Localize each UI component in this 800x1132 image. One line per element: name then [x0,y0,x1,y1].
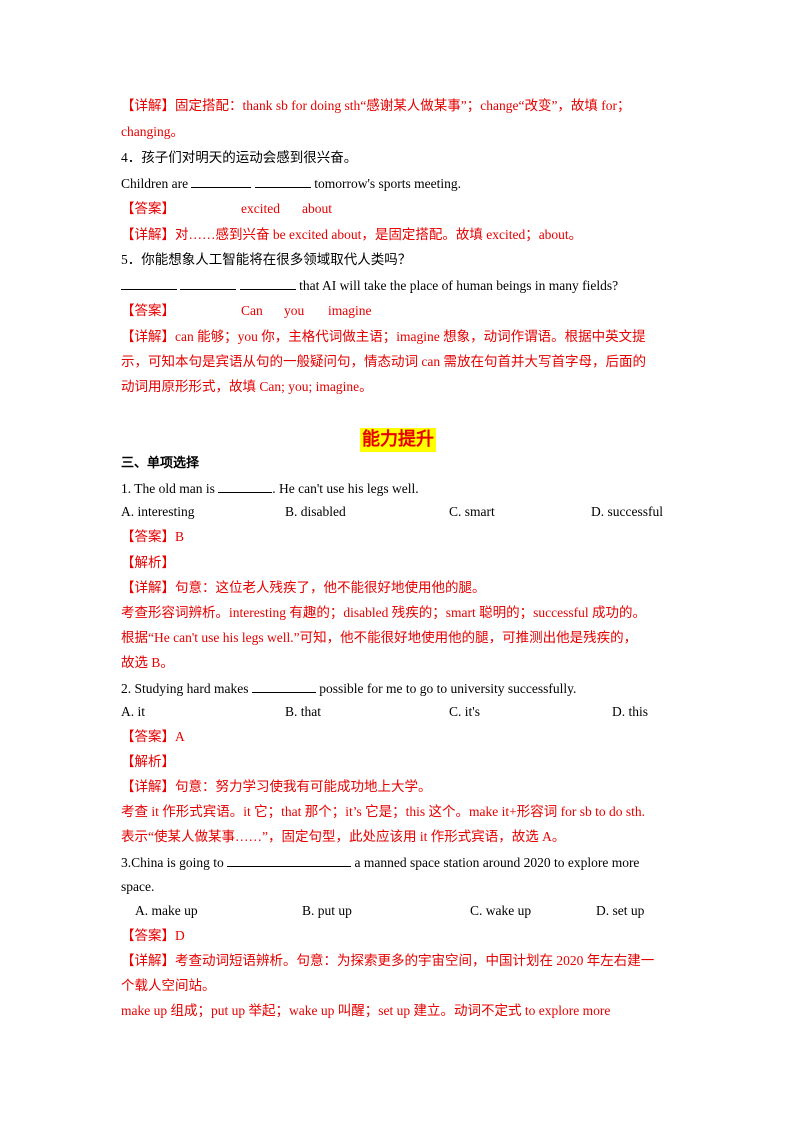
option-b: B. disabled [285,504,346,519]
answer-value: about [302,201,332,216]
answer-label: 【答案】B [121,529,185,544]
analysis-label: 【解析】 [121,754,175,769]
option-d: D. this [612,704,649,719]
explanation-line: 故选 B。 [121,655,174,670]
answer-blank [191,174,252,188]
option-c: C. smart [449,504,495,519]
option-a: A. make up [135,903,198,918]
answer-label: 【答案】D [121,928,185,943]
answer-blank [227,853,352,867]
question-sentence: Children are tomorrow's sports meeting. [121,174,461,193]
explanation-line: 【详解】考查动词短语辨析。句意：为探索更多的宇宙空间，中国计划在 2020 年左… [121,953,655,968]
section-heading-highlighted: 能力提升 [360,428,436,452]
explanation-line: 表示“使某人做某事……”，固定句型，此处应该用 it 作形式宾语，故选 A。 [121,829,566,844]
option-c: C. it's [449,704,480,719]
answer-blank [239,276,296,290]
sentence-text: . He can't use his legs well. [272,481,419,496]
explanation-line: 【详解】句意：这位老人残疾了，他不能很好地使用他的腿。 [121,580,486,595]
explanation-line: 动词用原形形式，故填 Can; you; imagine。 [121,379,373,394]
explanation-line: 示，可知本句是宾语从句的一般疑问句，情态动词 can 需放在句首并大写首字母，后… [121,354,646,369]
explanation-line: 【详解】can 能够；you 你，主格代词做主语；imagine 想象，动词作谓… [121,329,646,344]
answer-blank [180,276,237,290]
section-title: 三、单项选择 [121,456,200,471]
sentence-text: possible for me to go to university succ… [319,681,577,696]
explanation-line: 根据“He can't use his legs well.”可知，他不能很好地… [121,630,638,645]
answer-value: you [284,303,305,318]
sentence-text: 1. The old man is [121,481,215,496]
sentence-text: a manned space station around 2020 to ex… [354,855,640,870]
answer-blank [254,174,311,188]
option-a: A. interesting [121,504,195,519]
question-prompt: 5．你能想象人工智能将在很多领域取代人类吗？ [121,252,412,267]
sentence-text: that AI will take the place of human bei… [299,278,619,293]
explanation-line: 【详解】固定搭配：thank sb for doing sth“感谢某人做某事”… [121,98,631,113]
answer-label: 【答案】 [121,201,175,216]
question-sentence: that AI will take the place of human bei… [121,276,618,295]
explanation-line: changing。 [121,124,184,139]
explanation-line: 【详解】句意：努力学习使我有可能成功地上大学。 [121,779,432,794]
answer-blank [218,479,273,493]
answer-value: excited [241,201,280,216]
analysis-label: 【解析】 [121,555,175,570]
explanation-line: 考查 it 作形式宾语。it 它；that 那个；it’s 它是；this 这个… [121,804,645,819]
explanation-line: make up 组成；put up 举起；wake up 叫醒；set up 建… [121,1003,611,1018]
sentence-text: 2. Studying hard makes [121,681,249,696]
answer-blank [121,276,177,290]
explanation-line: 【详解】对……感到兴奋 be excited about，是固定搭配。故填 ex… [121,227,583,242]
answer-blank [251,679,316,693]
question-sentence: 2. Studying hard makes possible for me t… [121,679,576,698]
question-sentence: 1. The old man is . He can't use his leg… [121,479,419,498]
answer-value: Can [241,303,263,318]
answer-label: 【答案】 [121,303,175,318]
question-prompt: 4．孩子们对明天的运动会感到很兴奋。 [121,150,358,165]
explanation-line: 个载人空间站。 [121,978,216,993]
sentence-text: 3.China is going to [121,855,224,870]
option-d: D. successful [591,504,663,519]
sentence-text: tomorrow's sports meeting. [314,176,462,191]
option-b: B. that [285,704,321,719]
option-b: B. put up [302,903,352,918]
question-sentence: space. [121,879,155,894]
option-d: D. set up [596,903,645,918]
answer-value: imagine [328,303,372,318]
sentence-text: Children are [121,176,189,191]
explanation-line: 考查形容词辨析。interesting 有趣的；disabled 残疾的；sma… [121,605,646,620]
option-c: C. wake up [470,903,532,918]
answer-label: 【答案】A [121,729,185,744]
question-sentence: 3.China is going to a manned space stati… [121,853,639,872]
option-a: A. it [121,704,146,719]
